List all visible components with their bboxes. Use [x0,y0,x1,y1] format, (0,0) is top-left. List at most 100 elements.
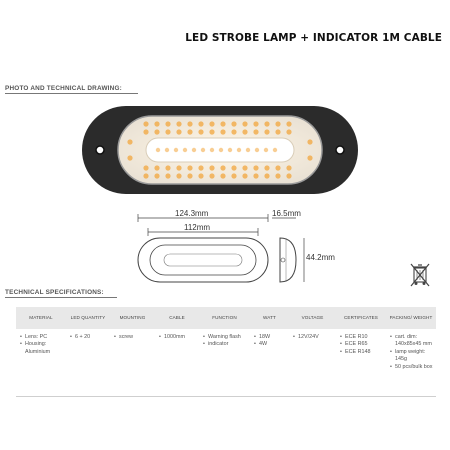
led-dot [198,173,204,179]
led-dot [242,129,248,135]
led-dot [209,129,215,135]
led-dot [253,165,259,171]
list-item: Housing: Aluminium [20,341,64,356]
indicator-led-dot [254,147,260,153]
led-dot [253,173,259,179]
led-dot [286,121,292,127]
led-dot [307,155,313,161]
led-dot [264,165,270,171]
led-dot [143,165,149,171]
list-item: 4W [254,341,287,349]
drawing-lines [137,214,305,283]
header-mounting: MOUNTING [110,307,155,329]
spec-value-row: Lens: PCHousing: Aluminium 6 + 20 screw … [16,329,436,397]
specs-section-label: TECHNICAL SPECIFICATIONS: [5,289,117,298]
indicator-led-dot [263,147,269,153]
led-dot [275,165,281,171]
list-item: 1000mm [159,334,197,342]
indicator-led-dot [245,147,251,153]
list-item: 18W [254,334,287,342]
list-item: 50 pcs/bulk box [390,364,434,372]
indicator-led-dot [164,147,170,153]
list-item: Lens: PC [20,334,64,342]
cell-cable: 1000mm [155,329,199,397]
indicator-led-dot [236,147,242,153]
led-dot [253,121,259,127]
led-dot [242,165,248,171]
dim-depth: 16.5mm [272,209,301,218]
left-screw-hole [95,145,105,155]
led-dot [286,129,292,135]
led-dot [187,121,193,127]
cell-packing-weight: cart. dim: 140x85x45 mmlamp weight: 145g… [386,329,436,397]
list-item: screw [114,334,153,342]
dim-outer-length: 124.3mm [175,209,209,218]
spec-header-row: MATERIAL LED QUANTITY MOUNTING CABLE FUN… [16,307,436,329]
led-dot [176,173,182,179]
led-dot [176,165,182,171]
led-dot [220,129,226,135]
list-item: ECE R148 [340,349,384,357]
indicator-led-dot [272,147,278,153]
led-dot [275,129,281,135]
led-dot [209,173,215,179]
header-cable: CABLE [155,307,199,329]
list-item: indicator [203,341,248,349]
led-dot [253,129,259,135]
dim-height: 44.2mm [306,253,335,262]
specs-section-label-text: TECHNICAL SPECIFICATIONS: [5,289,104,296]
photo-section-label: PHOTO AND TECHNICAL DRAWING: [5,85,138,94]
specs-section-underline [5,297,117,298]
led-dot [209,121,215,127]
led-dot [242,121,248,127]
header-voltage: VOLTAGE [289,307,336,329]
indicator-led-dot [191,147,197,153]
indicator-led-dot [209,147,215,153]
led-dot [198,129,204,135]
cell-function: Warning flashindicator [199,329,250,397]
led-dot [143,173,149,179]
right-screw-hole [335,145,345,155]
led-dot [264,121,270,127]
header-function: FUNCTION [199,307,250,329]
list-item: 12V/24V [293,334,334,342]
led-dot [154,165,160,171]
list-item: Warning flash [203,334,248,342]
header-led-quantity: LED QUANTITY [66,307,110,329]
led-dot [165,121,171,127]
list-item: ECE R10 [340,334,384,342]
indicator-led-dot [182,147,188,153]
list-item: 6 + 20 [70,334,108,342]
indicator-led-dot [227,147,233,153]
led-dot [154,173,160,179]
led-dot [209,165,215,171]
led-dot [231,173,237,179]
list-item: cart. dim: 140x85x45 mm [390,334,434,349]
photo-section-underline [5,93,138,94]
list-item: ECE R65 [340,341,384,349]
led-dot [264,129,270,135]
led-dot [187,165,193,171]
product-title: LED STROBE LAMP + INDICATOR 1M CABLE [185,32,442,44]
list-item: lamp weight: 145g [390,349,434,364]
technical-drawing: 124.3mm 112mm 16.5mm 44.2mm [120,200,335,295]
led-dot [127,139,133,145]
led-dot [286,173,292,179]
led-dot [220,173,226,179]
led-dot [231,121,237,127]
header-certificates: CERTIFICATES [336,307,386,329]
indicator-led-dot [200,147,206,153]
header-packing-weight: PACKING/ WEIGHT [386,307,436,329]
photo-section-label-text: PHOTO AND TECHNICAL DRAWING: [5,85,122,92]
cell-led-quantity: 6 + 20 [66,329,110,397]
cell-voltage: 12V/24V [289,329,336,397]
led-dot [275,173,281,179]
led-dot [307,139,313,145]
led-dot [165,165,171,171]
dim-inner-length: 112mm [184,223,211,232]
indicator-led-dot [218,147,224,153]
cell-certificates: ECE R10ECE R65ECE R148 [336,329,386,397]
indicator-led-dot [155,147,161,153]
led-dot [198,165,204,171]
led-dot [275,121,281,127]
